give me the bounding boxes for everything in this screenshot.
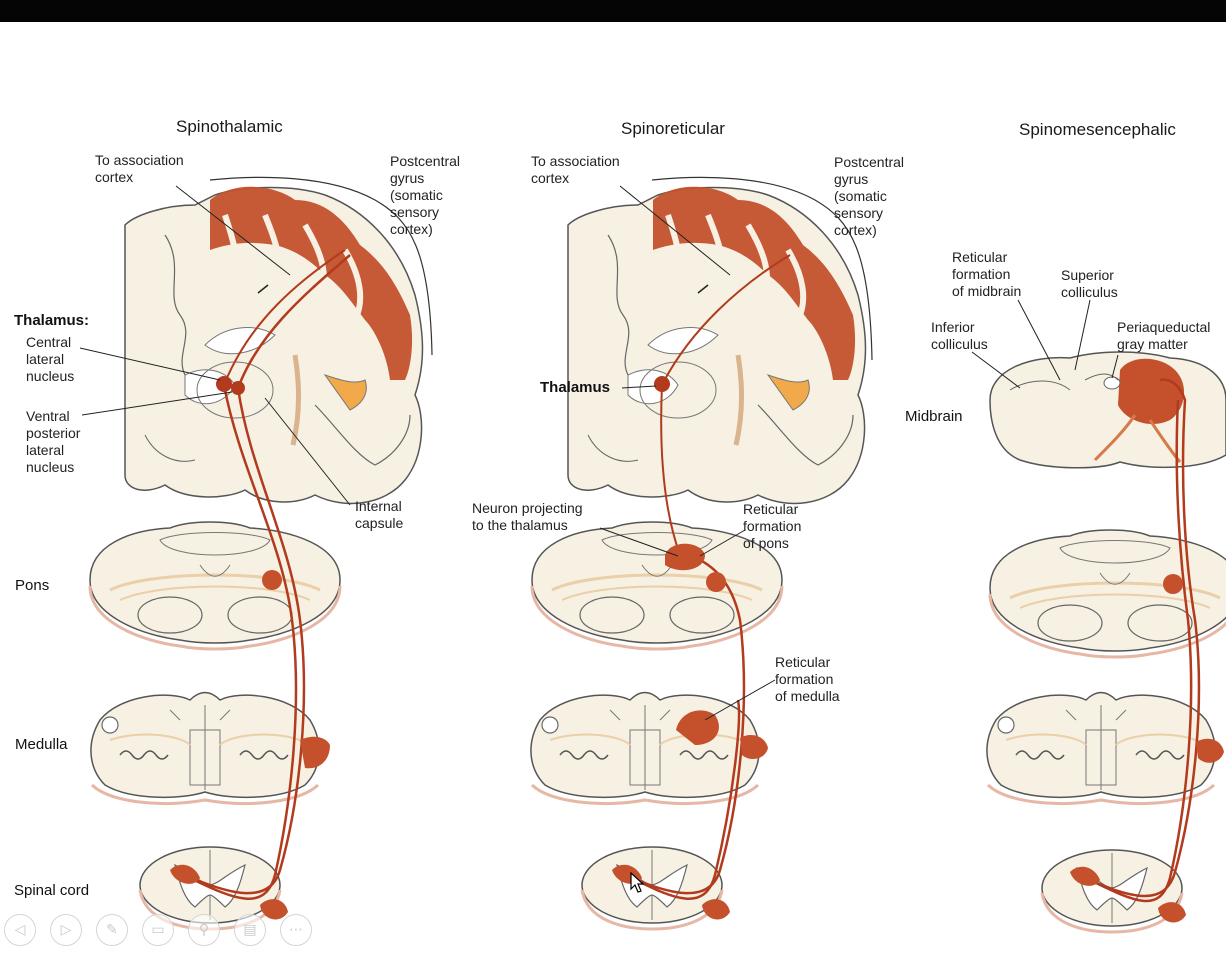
more-options-icon: ⋯ bbox=[289, 922, 303, 938]
dorsal-horn-marker-3 bbox=[1070, 866, 1100, 886]
more-options-button[interactable]: ⋯ bbox=[280, 914, 312, 946]
mouse-cursor-icon bbox=[630, 872, 645, 893]
next-slide-button[interactable]: ▷ bbox=[50, 914, 82, 946]
anterolateral-marker-2 bbox=[702, 899, 730, 920]
leader-inferior-colliculus bbox=[971, 351, 1021, 389]
postcentral-bracket bbox=[209, 176, 433, 356]
anterolateral-marker bbox=[260, 899, 288, 920]
spinomesencephalic-tract-2 bbox=[1091, 399, 1193, 903]
pons-level-label: Pons bbox=[15, 577, 50, 594]
thalamus-marker bbox=[654, 376, 670, 392]
periaqueductal-gray-label: Periaqueductal gray matter bbox=[1117, 319, 1211, 352]
see-all-slides-button[interactable]: ▭ bbox=[142, 914, 174, 946]
pen-icon: ✎ bbox=[106, 922, 118, 938]
previous-icon: ◁ bbox=[14, 922, 26, 938]
zoom-button[interactable]: ⚲ bbox=[188, 914, 220, 946]
leader-neuron-projecting bbox=[599, 527, 679, 557]
colliculi-outline bbox=[1009, 373, 1119, 391]
subtitles-button[interactable]: ▤ bbox=[234, 914, 266, 946]
slides-icon: ▭ bbox=[151, 922, 165, 938]
aqueduct bbox=[1103, 376, 1121, 390]
spinothalamic-tract-medial bbox=[189, 384, 298, 900]
leader-vpl bbox=[81, 391, 233, 416]
medulla-tract-marker-2 bbox=[740, 735, 768, 760]
medulla-tract-marker bbox=[300, 736, 330, 769]
leader-association-2 bbox=[619, 185, 731, 276]
vpl-nucleus-marker bbox=[231, 381, 245, 395]
subtitles-icon: ▤ bbox=[243, 922, 257, 938]
inferior-colliculus-label: Inferior colliculus bbox=[931, 319, 988, 352]
leader-reticular-midbrain bbox=[1017, 299, 1061, 381]
ventral-posterior-lateral-label: Ventral posterior lateral nucleus bbox=[26, 408, 81, 475]
pons-section bbox=[88, 520, 342, 651]
reticular-formation-pons-label: Reticular formation of pons bbox=[743, 501, 802, 551]
pons-tract-marker-3 bbox=[1163, 574, 1183, 594]
postcentral-bracket-2 bbox=[651, 176, 873, 361]
reticular-medulla-marker bbox=[676, 710, 719, 745]
presentation-toolbar: ◁ ▷ ✎ ▭ ⚲ ▤ ⋯ bbox=[4, 914, 312, 950]
midbrain-level-label: Midbrain bbox=[905, 408, 963, 425]
top-black-bar bbox=[0, 0, 1226, 22]
leader-reticular-pons bbox=[699, 529, 746, 557]
spinoreticular-column bbox=[529, 176, 873, 931]
spinomesencephalic-title: Spinomesencephalic bbox=[1019, 120, 1176, 139]
anterolateral-marker-3 bbox=[1158, 902, 1186, 923]
leader-thalamus bbox=[621, 385, 657, 389]
pons-tract-marker-2 bbox=[706, 572, 726, 592]
thalamus-heading: Thalamus: bbox=[14, 312, 90, 329]
spinothalamic-column bbox=[79, 176, 433, 931]
spinothalamic-title: Spinothalamic bbox=[176, 117, 283, 136]
postcentral-gyrus-label-2: Postcentral gyrus (somatic sensory corte… bbox=[834, 154, 905, 238]
association-arrow-1 bbox=[257, 284, 269, 294]
leader-association-1 bbox=[175, 185, 291, 276]
midbrain-section bbox=[989, 351, 1226, 469]
medulla-section bbox=[89, 691, 321, 806]
medulla-tract-marker-3 bbox=[1196, 738, 1224, 763]
previous-slide-button[interactable]: ◁ bbox=[4, 914, 36, 946]
spinoreticular-tract-2 bbox=[631, 699, 741, 900]
internal-capsule-label: Internal capsule bbox=[355, 498, 404, 531]
brain-section-spinoreticular bbox=[568, 187, 866, 504]
thalamus-label: Thalamus bbox=[540, 379, 611, 396]
pons-lesion-marker bbox=[262, 570, 282, 590]
periaqueductal-marker bbox=[1118, 358, 1185, 425]
to-association-cortex-label-2: To association cortex bbox=[531, 153, 620, 186]
neuron-projecting-label: Neuron projecting to the thalamus bbox=[472, 500, 583, 533]
central-lateral-nucleus-marker bbox=[216, 376, 232, 392]
spinomesencephalic-tract bbox=[1084, 378, 1201, 898]
next-icon: ▷ bbox=[60, 922, 72, 938]
spinoreticular-title: Spinoreticular bbox=[621, 119, 725, 138]
zoom-icon: ⚲ bbox=[198, 922, 210, 938]
association-arrow-2 bbox=[697, 284, 709, 294]
dorsal-horn-marker bbox=[170, 864, 200, 884]
reticular-formation-midbrain-label: Reticular formation of midbrain bbox=[952, 249, 1022, 299]
reticular-formation-medulla-label: Reticular formation of medulla bbox=[775, 654, 840, 704]
leader-central-lateral bbox=[79, 347, 221, 381]
spinal-cord-level-label: Spinal cord bbox=[14, 882, 90, 899]
thalamocortical-projection bbox=[223, 249, 346, 386]
medulla-level-label: Medulla bbox=[15, 736, 68, 753]
spinomesencephalic-column bbox=[971, 299, 1226, 934]
reticular-pons-marker bbox=[665, 543, 705, 571]
leader-reticular-medulla bbox=[704, 679, 776, 721]
leader-superior-colliculus bbox=[1074, 299, 1091, 371]
postcentral-gyrus-label: Postcentral gyrus (somatic sensory corte… bbox=[390, 153, 461, 237]
leader-internal-capsule bbox=[264, 397, 351, 506]
brain-section-spinothalamic bbox=[125, 187, 423, 504]
superior-colliculus-label: Superior colliculus bbox=[1061, 267, 1118, 300]
leader-periaqueductal bbox=[1111, 354, 1119, 379]
medulla-section-3 bbox=[985, 691, 1217, 806]
pen-tool-button[interactable]: ✎ bbox=[96, 914, 128, 946]
to-association-cortex-label: To association cortex bbox=[95, 152, 184, 185]
central-lateral-nucleus-label: Central lateral nucleus bbox=[26, 334, 75, 384]
